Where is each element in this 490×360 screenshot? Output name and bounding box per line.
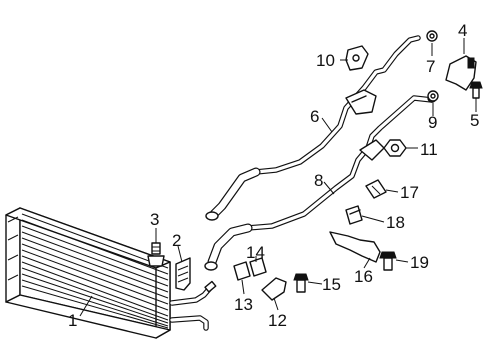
clip-18 (345, 205, 363, 225)
callout-15: 15 (322, 275, 341, 294)
sealing-ring-9 (427, 90, 439, 102)
bracket-12 (261, 277, 287, 301)
mounting-bracket (175, 257, 191, 291)
bracket-10 (345, 45, 369, 71)
oil-line-6 (205, 35, 421, 221)
bolt-19 (379, 251, 397, 271)
callout-19: 19 (410, 253, 429, 272)
clip-13 (233, 261, 251, 281)
callout-3: 3 (150, 210, 159, 229)
connector-4 (445, 55, 477, 91)
callout-12: 12 (268, 311, 287, 330)
callout-8: 8 (314, 171, 323, 190)
callout-7: 7 (426, 57, 435, 76)
callout-17: 17 (400, 183, 419, 202)
callout-10: 10 (316, 51, 335, 70)
clip-17 (365, 179, 387, 199)
oil-cooler-radiator (5, 207, 217, 339)
callout-16: 16 (354, 267, 373, 286)
callout-18: 18 (386, 213, 405, 232)
callout-2: 2 (172, 231, 181, 250)
callout-6: 6 (310, 107, 319, 126)
bolt-15 (293, 273, 309, 293)
callout-13: 13 (234, 295, 253, 314)
bolt-3 (147, 242, 165, 267)
leader-lines (79, 38, 477, 317)
callout-4: 4 (458, 21, 467, 40)
heat-shield-16 (329, 231, 381, 263)
oil-line-8 (204, 93, 437, 271)
callout-9: 9 (428, 113, 437, 132)
callout-11: 11 (420, 140, 438, 159)
nut-11 (383, 139, 407, 157)
callout-5: 5 (470, 111, 479, 130)
callout-1: 1 (68, 311, 77, 330)
bolt-5 (469, 81, 483, 99)
clip-14 (249, 257, 267, 277)
sealing-ring-7 (426, 30, 438, 42)
callout-14: 14 (246, 243, 265, 262)
